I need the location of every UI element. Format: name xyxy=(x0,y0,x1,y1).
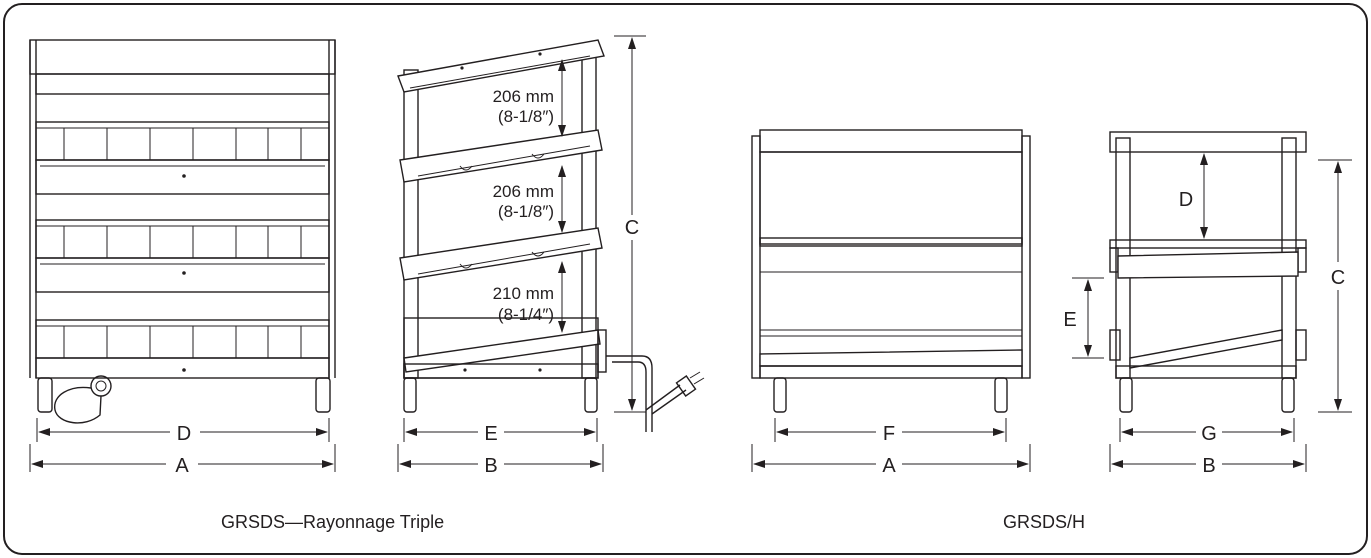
front-label-a: A xyxy=(175,455,189,477)
h-side-label-b: B xyxy=(1202,455,1215,477)
h-front-view-drawing xyxy=(751,129,1031,413)
gap1-in: (8-1/8″) xyxy=(498,107,554,126)
front-label-d: D xyxy=(177,423,191,445)
h-side-view-drawing xyxy=(1109,131,1307,413)
side-label-c: C xyxy=(625,217,639,239)
front-dimension-lines xyxy=(29,418,336,472)
gap3-mm: 210 mm xyxy=(493,284,554,303)
h-side-label-c: C xyxy=(1331,267,1345,289)
side-bottom-dimensions xyxy=(397,418,604,472)
h-side-label-e: E xyxy=(1063,309,1076,331)
gap2-mm: 206 mm xyxy=(493,182,554,201)
h-front-label-a: A xyxy=(882,455,896,477)
h-front-dimensions xyxy=(751,418,1031,472)
gap1-mm: 206 mm xyxy=(493,87,554,106)
side-c-dimension xyxy=(614,35,646,413)
h-side-label-g: G xyxy=(1201,423,1217,445)
h-side-label-d: D xyxy=(1179,189,1193,211)
side-label-b: B xyxy=(484,455,497,477)
diagram-frame xyxy=(3,3,1368,555)
side-view-drawing xyxy=(397,39,705,432)
caption-grsds-triple: GRSDS—Rayonnage Triple xyxy=(221,512,444,532)
gap3-in: (8-1/4″) xyxy=(498,305,554,324)
h-side-dimensions xyxy=(1072,153,1352,472)
caption-grsds-h: GRSDS/H xyxy=(1003,512,1085,532)
side-label-e: E xyxy=(484,423,497,445)
gap2-in: (8-1/8″) xyxy=(498,202,554,221)
front-view-drawing xyxy=(29,39,336,424)
h-front-label-f: F xyxy=(883,423,895,445)
